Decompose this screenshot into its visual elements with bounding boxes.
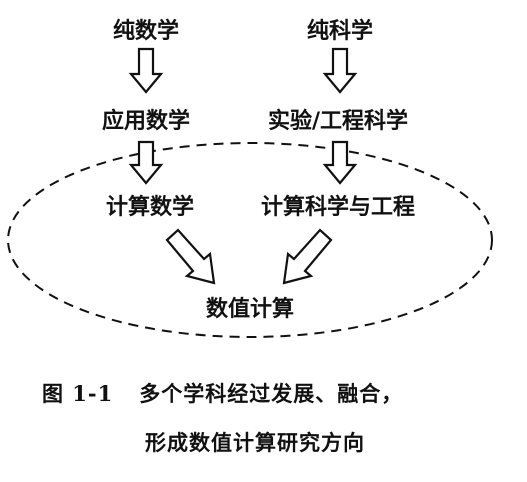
dashed-ellipse <box>7 142 493 338</box>
caption-text-line2: 形成数值计算研究方向 <box>145 430 365 455</box>
figure-caption-line2: 形成数值计算研究方向 <box>145 427 365 457</box>
down-arrow-icon <box>128 47 164 94</box>
flow-diagram: 纯数学 纯科学 应用数学 实验/工程科学 计算数学 计算科学与工程 数值计算 <box>7 18 493 338</box>
node-applied-math: 应用数学 <box>102 108 190 134</box>
diagonal-arrow-icon <box>282 228 333 285</box>
node-pure-math: 纯数学 <box>113 18 179 44</box>
node-computational-math: 计算数学 <box>106 194 194 220</box>
down-arrow-icon <box>322 140 358 185</box>
diagonal-arrow-icon <box>165 228 216 285</box>
node-computational-science: 计算科学与工程 <box>261 194 415 220</box>
figure-caption-line1: 图 1-1 多个学科经过发展、融合， <box>42 378 403 408</box>
figure-number: 图 1-1 <box>42 381 114 406</box>
down-arrow-icon <box>322 47 358 94</box>
node-pure-science: 纯科学 <box>307 18 373 44</box>
node-experimental-science: 实验/工程科学 <box>268 108 408 134</box>
down-arrow-icon <box>128 140 164 185</box>
caption-text-line1: 多个学科经过发展、融合， <box>139 381 404 406</box>
node-numerical-computing: 数值计算 <box>206 296 294 322</box>
